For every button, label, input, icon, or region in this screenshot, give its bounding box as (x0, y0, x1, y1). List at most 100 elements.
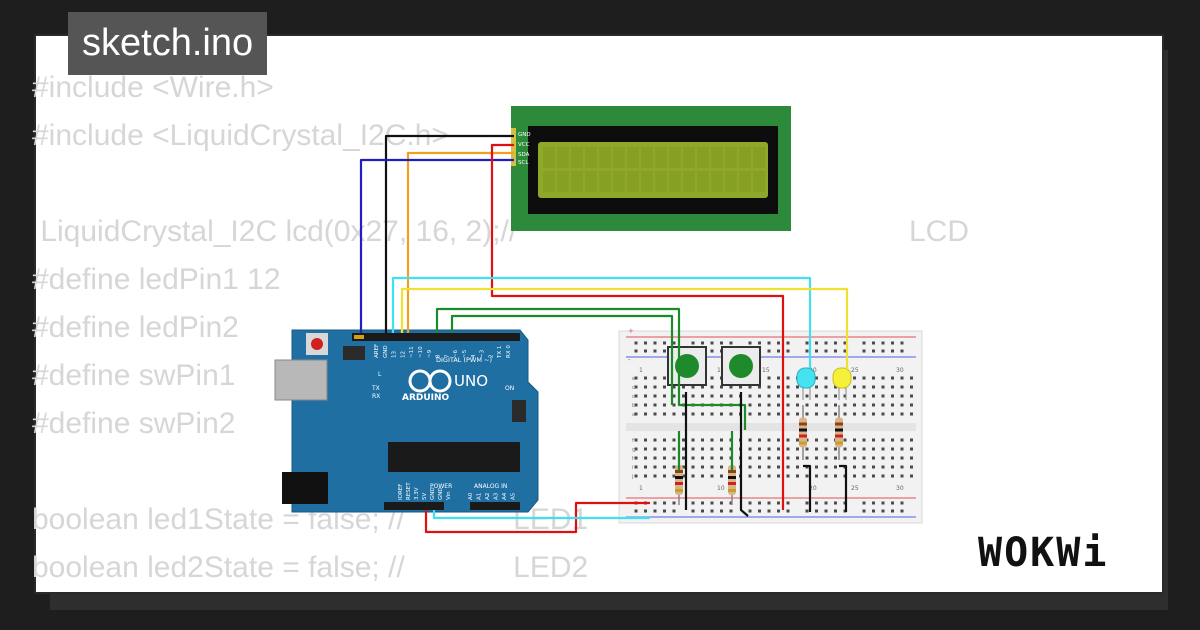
lcd-cell (613, 171, 625, 192)
bb-hole (881, 501, 885, 505)
bb-hole (853, 456, 856, 460)
bb-hole (663, 394, 666, 398)
bb-hole (758, 394, 761, 398)
bb-hole (634, 465, 638, 469)
bb-hole (748, 385, 752, 389)
bb-hole (824, 349, 828, 353)
bb-hole (758, 438, 761, 442)
bb-hole (824, 403, 828, 407)
col-number: 20 (809, 485, 817, 492)
bb-hole (891, 412, 894, 416)
bb-hole (891, 447, 894, 451)
code-line: #include <Wire.h> (32, 71, 274, 104)
bb-hole (815, 376, 818, 380)
resistor-band (799, 434, 807, 438)
bb-hole (644, 341, 647, 345)
bb-hole (672, 456, 676, 460)
bb-hole (634, 385, 638, 389)
bb-hole (634, 474, 638, 478)
bb-hole (900, 403, 904, 407)
bb-hole (872, 465, 875, 469)
bb-hole (767, 403, 771, 407)
bb-hole (672, 465, 676, 469)
resistor-band (675, 476, 683, 479)
bb-hole (900, 456, 904, 460)
bb-hole (805, 456, 809, 460)
bb-hole (834, 403, 837, 407)
lcd-pin-label: VCC (518, 142, 530, 148)
bb-hole (824, 376, 828, 380)
bb-hole (634, 412, 638, 416)
bb-hole (872, 456, 875, 460)
bb-hole (701, 341, 704, 345)
board-model: UNO (454, 372, 488, 390)
lcd-cell (641, 171, 653, 192)
bb-hole (900, 465, 904, 469)
pin-label: 12 (400, 351, 406, 358)
bb-hole (824, 465, 828, 469)
usb-port (274, 359, 328, 401)
resistor-band (835, 441, 843, 445)
bb-hole (872, 447, 875, 451)
bb-hole (710, 376, 714, 380)
bb-hole (881, 465, 885, 469)
button-cap (729, 354, 753, 378)
bb-hole (710, 447, 714, 451)
bb-hole (824, 501, 828, 505)
bb-hole (834, 501, 837, 505)
lcd-cell (753, 147, 765, 168)
lcd-cell (697, 147, 709, 168)
wire-led-gnd-2 (839, 464, 848, 512)
lcd-cell (697, 171, 709, 192)
bb-hole (720, 385, 723, 389)
led-body (796, 367, 816, 389)
wire-5v (424, 501, 650, 534)
col-number: 30 (896, 367, 904, 374)
pin-label: A5 (511, 492, 517, 500)
pin-label: 13 (392, 351, 398, 358)
pin-label: ~3 (480, 349, 486, 358)
bb-hole (767, 438, 771, 442)
bb-hole (663, 403, 666, 407)
reset-button (311, 338, 323, 350)
bb-hole (663, 349, 666, 353)
bb-hole (729, 385, 733, 389)
bb-hole (881, 412, 885, 416)
wire-sw2 (450, 314, 674, 405)
bb-hole (691, 341, 695, 345)
bb-hole (634, 341, 638, 345)
bb-hole (758, 403, 761, 407)
bb-hole (672, 438, 676, 442)
bb-hole (691, 509, 695, 513)
col-number: 10 (717, 367, 725, 374)
lcd-pin-header (511, 128, 516, 166)
bb-hole (720, 341, 723, 345)
bb-hole (881, 341, 885, 345)
bb-hole (862, 509, 866, 513)
bb-hole (891, 465, 894, 469)
bb-hole (758, 465, 761, 469)
bb-hole (644, 465, 647, 469)
code-line: #define ledPin1 12 (32, 263, 281, 296)
bb-hole (653, 501, 657, 505)
bb-hole (900, 394, 904, 398)
bb-hole (786, 403, 790, 407)
bb-hole (653, 376, 657, 380)
bb-hole (710, 341, 714, 345)
bb-hole (653, 349, 657, 353)
pin-label: GND (438, 487, 444, 500)
wires (359, 134, 849, 534)
bb-hole (691, 394, 695, 398)
bb-hole (767, 349, 771, 353)
center-channel (626, 423, 916, 431)
bb-hole (663, 465, 666, 469)
bb-hole (644, 438, 647, 442)
arduino-uno: UNO ARDUINO DIGITAL (PWM ~) POWER ANALOG… (274, 329, 539, 513)
bb-hole (691, 456, 695, 460)
bb-hole (682, 456, 685, 460)
row-letter: f (632, 438, 635, 444)
row-letter: d (632, 385, 636, 391)
bb-hole (644, 509, 647, 513)
wire-vcc (490, 143, 785, 510)
